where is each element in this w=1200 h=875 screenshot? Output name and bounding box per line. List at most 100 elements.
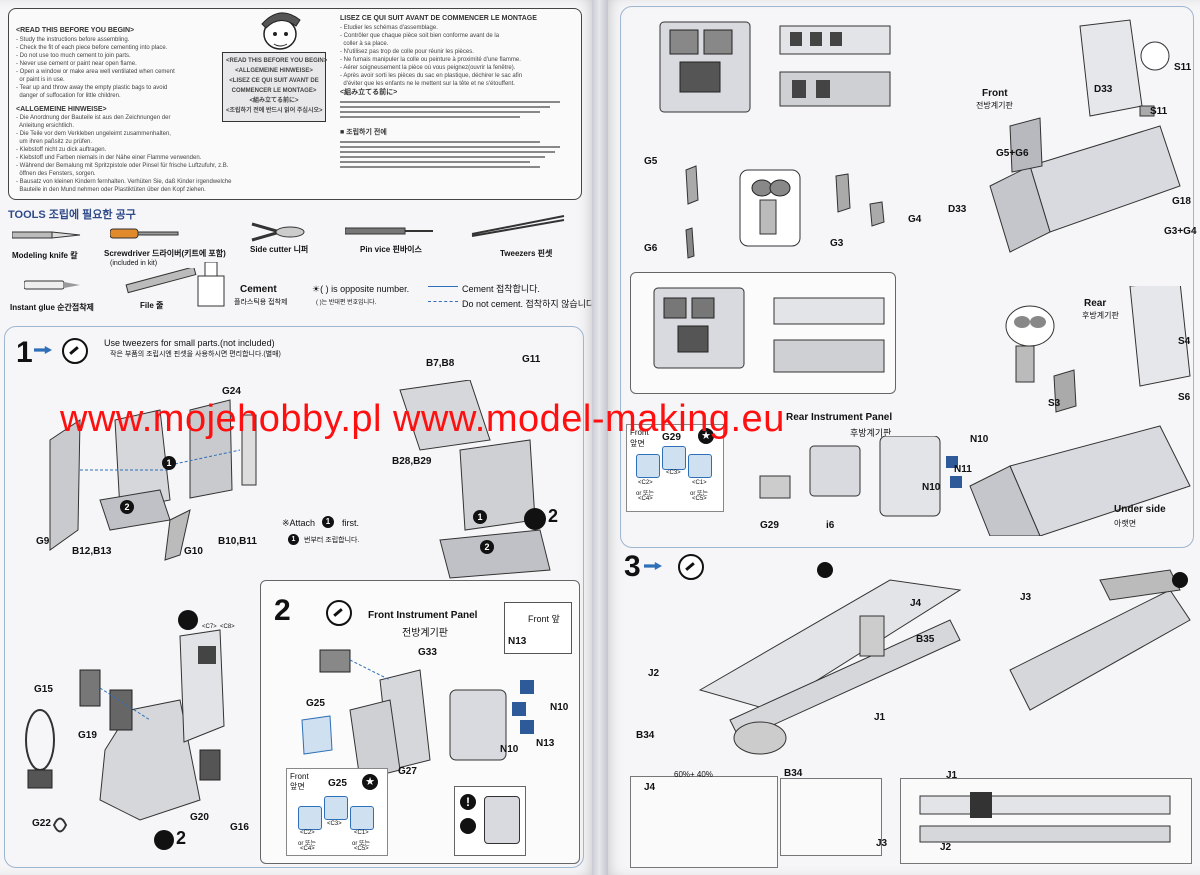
rear-choice-c5: <C5> (692, 496, 707, 502)
read-line-fr: - Après avoir sorti les pièces du sac en… (340, 73, 523, 79)
part-b12b13: B12,B13 (72, 546, 112, 557)
part-g3g4: G3+G4 (1164, 226, 1197, 237)
part-b28b29: B28,B29 (392, 456, 432, 467)
front-label-ko: 전방계기판 (976, 101, 1013, 110)
part-g25: G25 (306, 698, 325, 709)
mark-c7: <C7> (202, 624, 217, 630)
part-g22: G22 (32, 818, 51, 829)
rear-choice-or-2: or 또는 (690, 491, 709, 497)
part-d33-a: D33 (1094, 84, 1113, 95)
detail-box-1 (630, 776, 778, 868)
left-page: <READ THIS BEFORE YOU BEGIN> - Study the… (0, 0, 600, 875)
read-line-en: danger of suffocation for little childre… (16, 93, 121, 99)
read-line-en: - Never use cement or paint near open fl… (16, 61, 137, 67)
sign-lines: <READ THIS BEFORE YOU BEGIN><ALLGEMEINE … (226, 56, 328, 116)
read-line-de: - Klebstoff nicht zu dick auftragen. (16, 147, 107, 153)
step2-title-ko: 전방계기판 (402, 628, 448, 639)
part-n13-box: N13 (508, 636, 527, 647)
part-g5: G5 (644, 156, 658, 167)
tool-cement-label: Cement (240, 284, 277, 295)
read-line-en: - Open a window or make area well ventil… (16, 69, 175, 75)
cement-arrow (428, 286, 458, 287)
tool-glue-label: Instant glue 순간접착제 (10, 303, 94, 312)
cut-icon (460, 818, 476, 834)
multiplier-icon (524, 508, 546, 530)
step2-icon (326, 600, 352, 626)
part-b34-a: B34 (636, 730, 655, 741)
step3-number: 3 (624, 550, 641, 583)
book-spine (592, 0, 608, 875)
read-line-de: - Bausatz von kleinen Kindern fernhalten… (16, 179, 232, 185)
rear-choice-left (636, 454, 660, 478)
warning-icon: ! (460, 794, 476, 810)
detail-box-2 (780, 778, 882, 856)
read-title-ko: ■ 조립하기 전에 (340, 129, 387, 136)
part-g5g6: G5+G6 (996, 148, 1029, 159)
choice-c1: <C1> (354, 830, 369, 836)
part-b34-b: B34 (784, 768, 803, 779)
part-g6: G6 (644, 243, 658, 254)
part-g3: G3 (830, 238, 844, 249)
glue-icon (23, 278, 84, 297)
part-g11: G11 (522, 354, 541, 365)
part-n10-a: N10 (550, 702, 569, 713)
read-line-fr: d'éviter que les enfants ne le mettent s… (340, 81, 515, 87)
rear-choice-part: G29 (662, 432, 681, 443)
sign-line: <組み立てる前に> (249, 98, 299, 104)
read-title-de: <ALLGEMEINE HINWEISE> (16, 106, 107, 113)
sign-line: <LISEZ CE QUI SUIT AVANT DE (229, 78, 319, 84)
part-s11-b: S11 (1150, 106, 1168, 117)
part-j4-b: J4 (644, 782, 656, 793)
part-b7b8: B7,B8 (426, 358, 455, 369)
part-g33: G33 (418, 647, 437, 658)
multiplier-value-2: 2 (176, 828, 187, 848)
cement-legend: Cement 접착합니다. (462, 284, 540, 294)
part-n10-d: N10 (922, 482, 941, 493)
screwdriver-icon (109, 226, 180, 247)
small-parts-artwork (670, 160, 920, 270)
step-right-top-panel (620, 6, 1194, 548)
step3-arrow-icon (644, 562, 662, 570)
step1-arrow-icon (34, 346, 52, 354)
read-line-en: - Tear up and throw away the empty plast… (16, 85, 168, 91)
front-choice-title: Front 앞면 (290, 772, 309, 791)
sign-line: COMMENCER LE MONTAGE> (231, 88, 317, 94)
sign-line: <READ THIS BEFORE YOU BEGIN> (226, 58, 328, 64)
tool-knife-label: Modeling knife 칼 (12, 251, 78, 260)
part-j3-b: J3 (876, 838, 888, 849)
under-side-label: Under side (1114, 504, 1166, 515)
part-g9: G9 (36, 536, 50, 547)
read-line-de: Bauteile in den Mund nehmen oder Plastik… (16, 187, 206, 193)
step2-artwork (290, 640, 580, 860)
part-g10: G10 (184, 546, 203, 557)
rear-panel-title: Rear Instrument Panel (786, 412, 893, 423)
mark-c8: <C8> (220, 624, 235, 630)
step2-number: 2 (274, 594, 291, 627)
step1-number: 1 (16, 336, 33, 369)
front-label: Front (982, 88, 1008, 99)
rear-choice-or-1: or 또는 (636, 491, 655, 497)
read-lines-de: - Die Anordnung der Bauteile ist aus den… (16, 114, 231, 194)
read-line-en: or paint is in use. (16, 77, 65, 83)
read-title-fr: LISEZ CE QUI SUIT AVANT DE COMMENCER LE … (340, 15, 537, 22)
seat-lower-artwork (10, 600, 260, 850)
attach-first-ko: 번부터 조립합니다. (304, 537, 360, 544)
under-side-label-ko: 아랫면 (1114, 519, 1137, 528)
read-line-en: - Study the instructions before assembli… (16, 37, 130, 43)
callout-2: 2 (120, 500, 134, 514)
choice-right (350, 806, 374, 830)
attach-callout-ko: 1 (288, 534, 299, 545)
read-line-fr: - Etudier les schémas d'assemblage. (340, 25, 438, 31)
part-g27: G27 (398, 766, 417, 777)
side-cutter-icon (250, 218, 310, 251)
rear-choice-title: Front (630, 428, 649, 437)
opposite-note: ☀( ) is opposite number. (312, 284, 410, 294)
file-icon (120, 266, 200, 299)
callout-1b: 1 (473, 510, 487, 524)
cartoon-man (250, 4, 310, 54)
no-cement-legend: Do not cement. 접착하지 않습니다. (462, 299, 597, 309)
right-page: G5 G6 G3 G4 S11 D33 S11 Front 전방계기판 G5+G… (600, 0, 1200, 875)
percent-label: 60%+ 40% (674, 770, 713, 779)
part-n13-a: N13 (536, 738, 555, 749)
rear-choice-c4: <C4> (638, 496, 653, 502)
